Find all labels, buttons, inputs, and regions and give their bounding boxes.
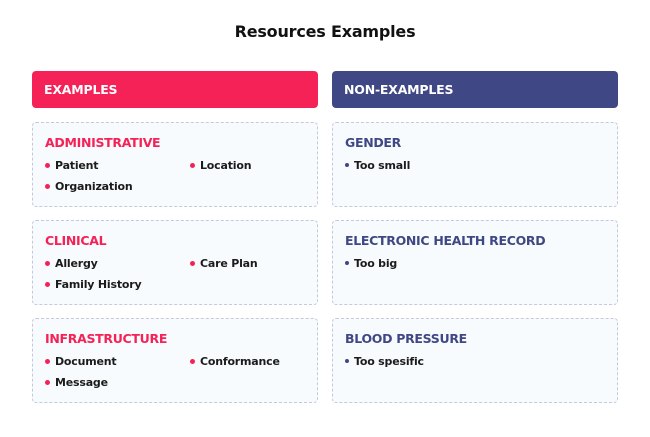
bullet-icon xyxy=(345,261,349,265)
list-item: Conformance xyxy=(190,353,320,369)
item-label: Too spesific xyxy=(354,354,424,368)
list-item: Location xyxy=(190,157,320,173)
bullet-icon xyxy=(190,260,195,266)
bullet-icon xyxy=(45,281,50,287)
card-blood-pressure: BLOOD PRESSURE Too spesific xyxy=(332,318,618,403)
item-label: Location xyxy=(200,158,252,172)
bullet-icon xyxy=(190,162,195,168)
list-item: Organization xyxy=(45,178,190,194)
card-gender: GENDER Too small xyxy=(332,122,618,207)
list-item: Patient xyxy=(45,157,190,173)
item-label: Family History xyxy=(55,277,142,291)
item-label: Too small xyxy=(354,158,411,172)
card-administrative: ADMINISTRATIVE Patient Location Organiza… xyxy=(32,122,318,207)
item-label: Patient xyxy=(55,158,99,172)
list-item: Message xyxy=(45,374,190,390)
bullet-icon xyxy=(45,260,50,266)
card-title: BLOOD PRESSURE xyxy=(345,331,467,346)
bullet-icon xyxy=(345,359,349,363)
bullet-icon xyxy=(45,379,50,385)
bullet-icon xyxy=(45,183,50,189)
card-title: CLINICAL xyxy=(45,233,107,248)
item-label: Organization xyxy=(55,179,133,193)
list-item: Allergy xyxy=(45,255,190,271)
examples-column: EXAMPLES ADMINISTRATIVE Patient Location… xyxy=(32,71,318,403)
item-label: Care Plan xyxy=(200,256,258,270)
non-examples-column: NON-EXAMPLES GENDER Too small ELECTRONIC… xyxy=(332,71,618,403)
card-title: GENDER xyxy=(345,135,402,150)
list-item: Family History xyxy=(45,276,190,292)
page-title: Resources Examples xyxy=(234,22,416,41)
bullet-icon xyxy=(45,358,50,364)
list-item: Document xyxy=(45,353,190,369)
bullet-icon xyxy=(190,358,195,364)
card-title: ADMINISTRATIVE xyxy=(45,135,161,150)
item-label: Document xyxy=(55,354,117,368)
card-title: ELECTRONIC HEALTH RECORD xyxy=(345,233,546,248)
examples-header: EXAMPLES xyxy=(32,71,318,108)
card-clinical: CLINICAL Allergy Care Plan Family Histor… xyxy=(32,220,318,305)
bullet-icon xyxy=(345,163,349,167)
item-label: Conformance xyxy=(200,354,280,368)
item-label: Message xyxy=(55,375,108,389)
non-examples-header: NON-EXAMPLES xyxy=(332,71,618,108)
card-electronic-health-record: ELECTRONIC HEALTH RECORD Too big xyxy=(332,220,618,305)
item-label: Too big xyxy=(354,256,398,270)
list-item: Care Plan xyxy=(190,255,320,271)
bullet-icon xyxy=(45,162,50,168)
list-item: Too small xyxy=(345,157,490,173)
list-item: Too big xyxy=(345,255,490,271)
list-item: Too spesific xyxy=(345,353,490,369)
card-title: INFRASTRUCTURE xyxy=(45,331,168,346)
item-label: Allergy xyxy=(55,256,98,270)
card-infrastructure: INFRASTRUCTURE Document Conformance Mess… xyxy=(32,318,318,403)
